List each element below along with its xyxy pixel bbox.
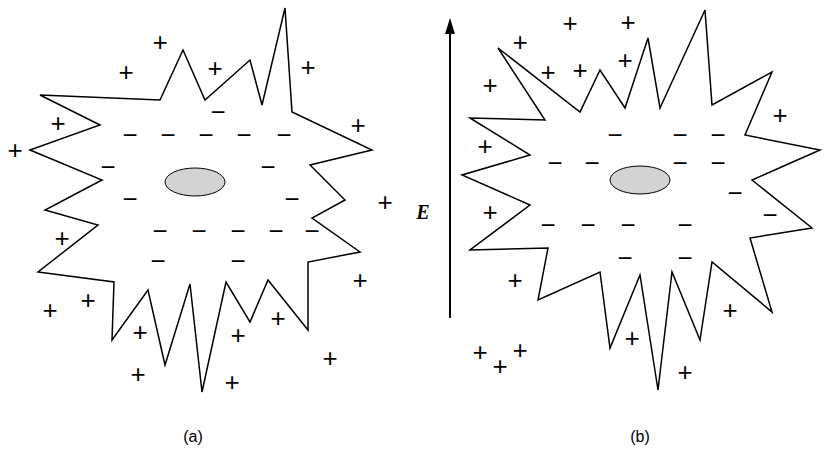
negative-charge: − [236,122,251,148]
negative-charge: − [230,248,245,274]
negative-charge: − [672,150,687,176]
positive-charge: + [477,133,492,159]
positive-charge: + [132,319,147,345]
panel-label: (b) [630,429,650,445]
positive-charge: + [118,59,133,85]
negative-charge: − [210,99,225,125]
negative-charge: − [607,122,622,148]
positive-charge: + [270,305,285,331]
cell-outline-a [30,8,372,392]
negative-charge: − [617,245,632,271]
positive-charge: + [300,54,315,80]
field-arrow-shaft [449,30,451,318]
negative-charge: − [160,122,175,148]
positive-charge: + [624,325,639,351]
negative-charge: − [150,248,165,274]
negative-charge: − [710,122,725,148]
negative-charge: − [230,218,245,244]
positive-charge: + [130,361,145,387]
positive-charge: + [482,199,497,225]
negative-charge: − [122,122,137,148]
negative-charge: − [677,245,692,271]
positive-charge: + [482,72,497,98]
negative-charge: − [580,212,595,238]
negative-charge: − [540,212,555,238]
negative-charge: − [677,212,692,238]
positive-charge: + [350,112,365,138]
positive-charge: + [472,339,487,365]
negative-charge: − [198,122,213,148]
positive-charge: + [377,189,392,215]
positive-charge: + [572,57,587,83]
positive-charge: + [152,29,167,55]
negative-charge: − [152,218,167,244]
positive-charge: + [512,29,527,55]
field-arrow-head [445,18,455,34]
positive-charge: + [230,322,245,348]
positive-charge: + [50,110,65,136]
negative-charge: − [191,218,206,244]
negative-charge: − [620,212,635,238]
negative-charge: − [268,218,283,244]
negative-charge: − [276,122,291,148]
negative-charge: − [547,150,562,176]
positive-charge: + [617,47,632,73]
negative-charge: − [260,154,275,180]
positive-charge: + [207,55,222,81]
negative-charge: − [710,150,725,176]
positive-charge: + [562,10,577,36]
positive-charge: + [80,287,95,313]
negative-charge: − [672,122,687,148]
positive-charge: + [772,102,787,128]
negative-charge: − [122,186,137,212]
negative-charge: − [304,218,319,244]
positive-charge: + [507,267,522,293]
positive-charge: + [722,297,737,323]
positive-charge: + [620,9,635,35]
positive-charge: + [322,345,337,371]
negative-charge: − [284,186,299,212]
negative-charge: − [727,180,742,206]
nucleus-b [610,166,670,194]
negative-charge: − [100,154,115,180]
nucleus-a [165,168,225,196]
cell-outline-b [462,10,820,390]
positive-charge: + [512,337,527,363]
panel-label: (a) [183,429,203,445]
positive-charge: + [7,137,22,163]
field-label: E [416,202,429,222]
positive-charge: + [492,353,507,379]
positive-charge: + [540,59,555,85]
negative-charge: − [762,202,777,228]
negative-charge: − [584,150,599,176]
positive-charge: + [224,369,239,395]
positive-charge: + [54,225,69,251]
positive-charge: + [677,359,692,385]
positive-charge: + [352,267,367,293]
positive-charge: + [42,297,57,323]
